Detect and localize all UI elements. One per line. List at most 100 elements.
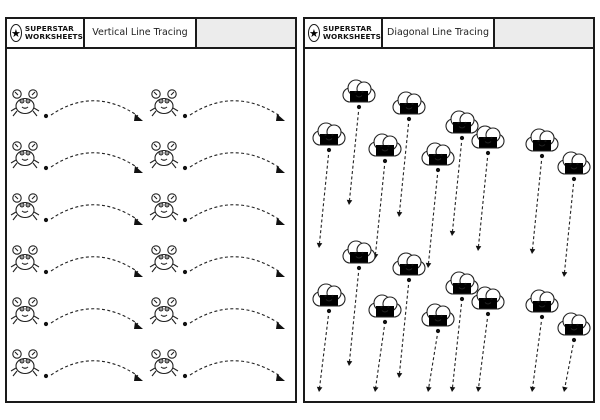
start-dot (435, 167, 441, 173)
start-dot (43, 165, 49, 171)
start-dot (435, 328, 441, 334)
arrow-head (425, 262, 432, 268)
arrow-head (562, 386, 568, 392)
arrow-head (134, 322, 143, 329)
arrow-head (346, 360, 353, 366)
arrow-head (475, 245, 482, 251)
start-dot (356, 104, 362, 110)
start-dot (382, 158, 388, 164)
logo-line-1: SUPERSTAR (24, 24, 74, 33)
arrow-head (276, 114, 285, 121)
tracing-path (50, 204, 139, 221)
worksheet-header: ★ SUPERSTAR WORKSHEETS Diagonal Line Tra… (305, 19, 593, 49)
start-dot (406, 277, 412, 283)
start-dot (43, 321, 49, 327)
smiling-cloud-icon (421, 303, 455, 327)
smiling-cloud-icon (525, 128, 559, 152)
start-dot (182, 269, 188, 275)
start-dot (43, 373, 49, 379)
logo: ★ SUPERSTAR WORKSHEETS (7, 19, 85, 47)
tracing-path (348, 272, 360, 362)
crab-icon (10, 89, 40, 117)
arrow-head (134, 166, 143, 173)
worksheet-vertical: ★ SUPERSTAR WORKSHEETS Vertical Line Tra… (5, 17, 297, 403)
worksheet-diagonal: ★ SUPERSTAR WORKSHEETS Diagonal Line Tra… (303, 17, 595, 403)
start-dot (43, 217, 49, 223)
smiling-cloud-icon (312, 283, 346, 307)
start-dot (571, 337, 577, 343)
arrow-head (276, 374, 285, 381)
tracing-path (50, 152, 139, 169)
crab-icon (10, 297, 40, 325)
arrow-head (449, 386, 456, 392)
crab-icon (10, 245, 40, 273)
crab-icon (149, 89, 179, 117)
arrow-head (276, 218, 285, 225)
arrow-head (561, 271, 568, 277)
logo-line-2: WORKSHEETS (24, 32, 83, 41)
tracing-path (531, 160, 543, 250)
tracing-path (428, 335, 438, 388)
smiling-cloud-icon (445, 271, 479, 295)
start-dot (356, 265, 362, 271)
crab-icon (149, 349, 179, 377)
tracing-path (427, 174, 439, 264)
tracing-path (478, 318, 488, 388)
tracing-path (50, 100, 139, 117)
tracing-path (564, 344, 574, 388)
smiling-cloud-icon (445, 110, 479, 134)
arrow-head (276, 270, 285, 277)
crab-icon (10, 193, 40, 221)
arrow-head (276, 322, 285, 329)
tracing-path (189, 256, 281, 273)
tracing-area (312, 79, 591, 392)
arrow-head (346, 199, 353, 205)
start-dot (43, 269, 49, 275)
start-dot (459, 296, 465, 302)
arrow-head (134, 270, 143, 277)
name-field (495, 19, 593, 47)
star-icon: ★ (308, 24, 320, 42)
start-dot (182, 321, 188, 327)
tracing-path (319, 315, 329, 388)
start-dot (382, 319, 388, 325)
smiling-cloud-icon (368, 133, 402, 157)
smiling-cloud-icon (368, 294, 402, 318)
arrow-head (475, 386, 482, 392)
smiling-cloud-icon (312, 122, 346, 146)
logo: ★ SUPERSTAR WORKSHEETS (305, 19, 383, 47)
smiling-cloud-icon (471, 125, 505, 149)
start-dot (326, 308, 332, 314)
start-dot (182, 217, 188, 223)
crab-icon (10, 349, 40, 377)
start-dot (326, 147, 332, 153)
arrow-head (529, 386, 536, 392)
smiling-cloud-icon (471, 286, 505, 310)
start-dot (182, 373, 188, 379)
arrow-head (426, 386, 432, 392)
tracing-path (50, 308, 139, 325)
tracing-path (375, 326, 385, 388)
logo-line-2: WORKSHEETS (322, 32, 381, 41)
tracing-path (532, 321, 542, 388)
start-dot (539, 314, 545, 320)
tracing-path (451, 142, 463, 232)
crab-icon (149, 141, 179, 169)
smiling-cloud-icon (342, 79, 376, 103)
start-dot (485, 311, 491, 317)
star-icon: ★ (10, 24, 22, 42)
start-dot (43, 113, 49, 119)
crab-icon (149, 245, 179, 273)
arrow-head (372, 386, 379, 392)
tracing-path (189, 100, 281, 117)
arrow-head (316, 386, 323, 392)
worksheet-title: Diagonal Line Tracing (383, 19, 495, 47)
start-dot (571, 176, 577, 182)
crab-icon (10, 141, 40, 169)
start-dot (459, 135, 465, 141)
smiling-cloud-icon (525, 289, 559, 313)
smiling-cloud-icon (557, 151, 591, 175)
tracing-path (189, 308, 281, 325)
arrow-head (134, 218, 143, 225)
crab-icon (149, 193, 179, 221)
